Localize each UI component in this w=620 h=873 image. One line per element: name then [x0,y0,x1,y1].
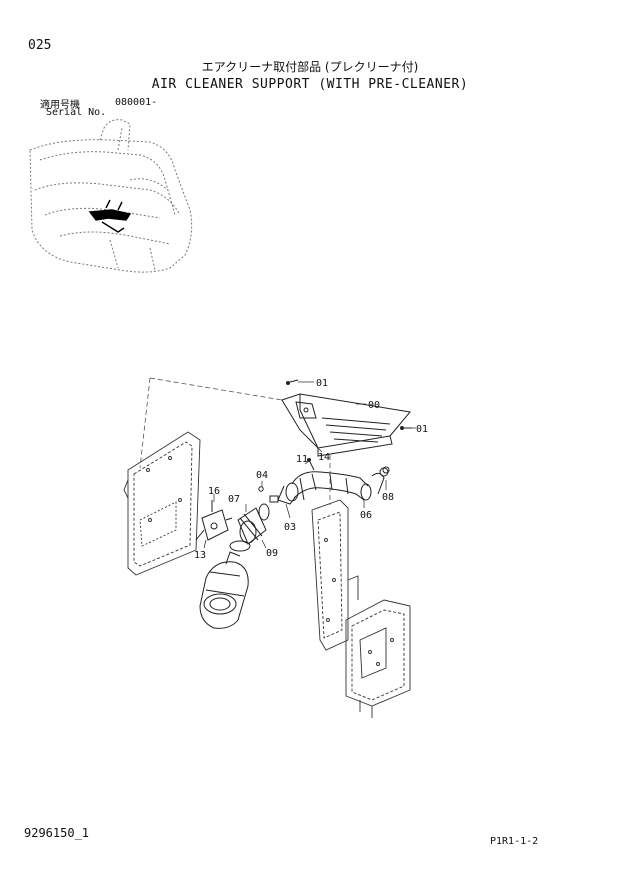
callout-00: 00 [368,400,380,411]
document-number: 9296150_1 [24,826,90,840]
vertical-frame [311,499,359,651]
serial-label-japanese: 適用号機 [40,100,80,111]
intake-hose-06 [291,467,389,501]
callout-01-top: 01 [316,378,328,389]
page-reference: P1R1-1-2 [490,836,539,847]
lower-right-panel [345,599,411,718]
support-bracket-00 [281,393,411,457]
hose-clamp-03 [258,482,299,505]
page-number: 025 [28,38,52,53]
title-japanese: エアクリーナ取付部品 (プレクリーナ付) [201,60,419,74]
callout-13: 13 [194,550,206,561]
title-english: AIR CLEANER SUPPORT (WITH PRE-CLEANER) [151,77,469,92]
callout-11: 11 [296,454,308,465]
callout-07: 07 [228,494,240,505]
left-side-panel [123,431,201,576]
overview-highlight-part [88,199,132,233]
mount-bracket-13 [195,500,233,541]
callout-01-right: 01 [416,424,428,435]
serial-value: 080001- [115,97,158,108]
callout-04: 04 [256,470,268,481]
elbow-hose-07 [229,503,270,552]
callout-16: 16 [208,486,220,497]
bolt-01 [286,379,412,474]
callout-09: 09 [266,548,278,559]
serial-label-english: Serial No. [46,107,107,118]
machine-overview-sketch [29,119,193,273]
air-cleaner-body [199,551,249,629]
callout-03: 03 [284,522,296,533]
callout-labels: 01 00 01 14 11 04 08 06 03 07 09 16 13 [194,378,428,561]
callout-06: 06 [360,510,372,521]
leader-frame [139,377,331,505]
callout-14: 14 [318,452,330,463]
callout-leaders [203,381,416,549]
callout-08: 08 [382,492,394,503]
